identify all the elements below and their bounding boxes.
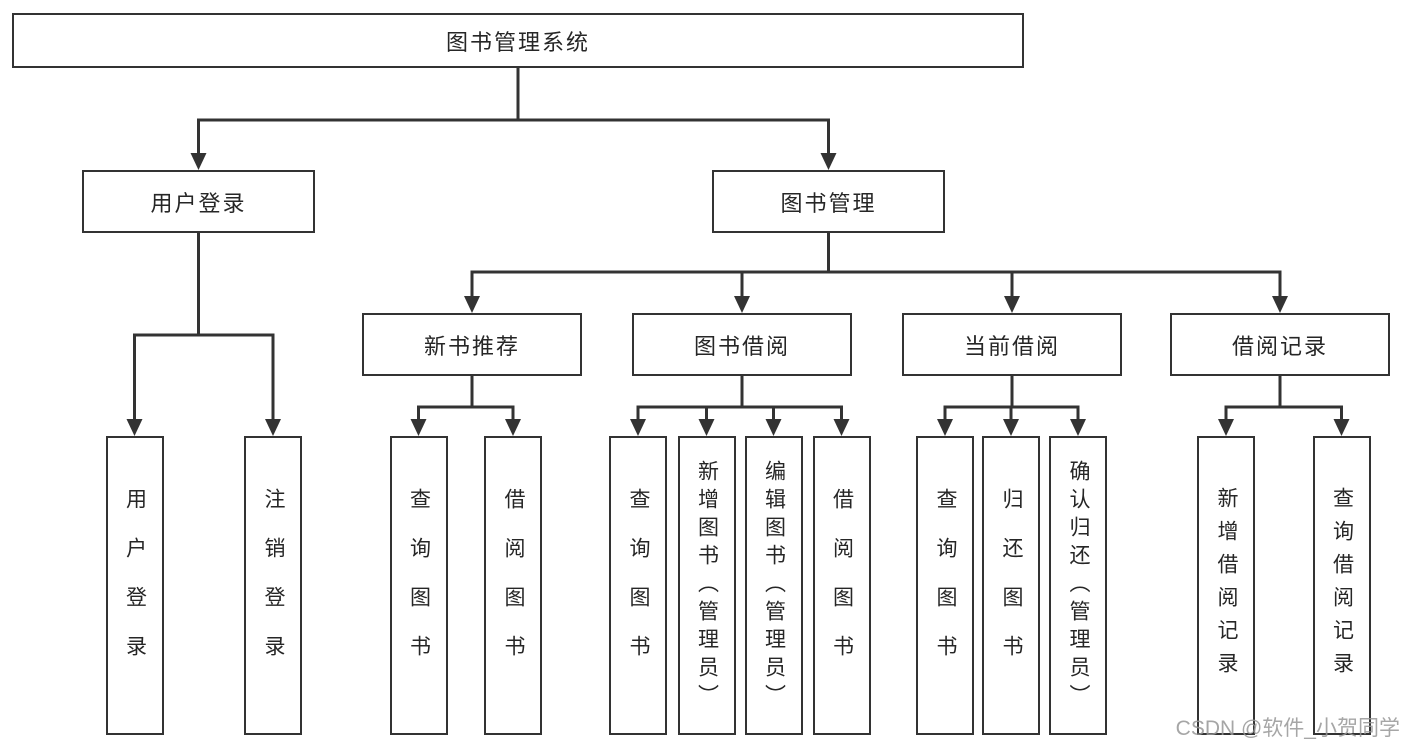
connector-user-login-to-leaves [126, 233, 281, 436]
leaf-label: 用户登录 [123, 487, 147, 684]
leaf-label: 查询图书 [407, 487, 431, 684]
csdn-watermark: CSDN @软件_小贺同学 [1175, 717, 1400, 740]
leaf-add-book-admin: 新增图书（管理员） [677, 436, 736, 735]
leaf-borrow-books: 借阅图书 [812, 436, 871, 735]
leaf-confirm-return-admin: 确认归还（管理员） [1049, 436, 1107, 735]
leaf-label: 新增图书（管理员） [695, 459, 719, 712]
node-borrow-records: 借阅记录 [1170, 313, 1390, 376]
leaf-label: 查询图书 [627, 487, 650, 684]
connector-borrow-records-to-leaves [1218, 376, 1350, 436]
node-book-management: 图书管理 [712, 170, 945, 233]
leaf-label: 新增借阅记录 [1215, 486, 1238, 685]
node-current-borrow: 当前借阅 [902, 313, 1122, 376]
leaf-label: 归还图书 [1000, 487, 1023, 684]
leaf-user-login: 用户登录 [105, 436, 164, 735]
leaf-query-books-current: 查询图书 [916, 436, 974, 735]
connector-root-to-level2 [190, 68, 837, 170]
leaf-label: 借阅图书 [830, 487, 854, 684]
leaf-query-borrow-record: 查询借阅记录 [1312, 436, 1371, 735]
leaf-label: 查询图书 [934, 487, 957, 684]
leaf-label: 确认归还（管理员） [1067, 459, 1090, 712]
leaf-add-borrow-record: 新增借阅记录 [1197, 436, 1255, 735]
leaf-label: 编辑图书（管理员） [762, 459, 786, 712]
node-book-borrow: 图书借阅 [632, 313, 852, 376]
node-user-login: 用户登录 [82, 170, 315, 233]
leaf-logout: 注销登录 [244, 436, 302, 735]
connector-book-management-to-level3 [464, 233, 1288, 313]
connector-new-book-recommend-to-leaves [410, 376, 521, 436]
leaf-query-books-borrow: 查询图书 [609, 436, 667, 735]
leaf-edit-book-admin: 编辑图书（管理员） [744, 436, 803, 735]
node-new-book-recommend: 新书推荐 [362, 313, 582, 376]
leaf-borrow-books-recommend: 借阅图书 [484, 436, 542, 735]
leaf-query-books-recommend: 查询图书 [389, 436, 448, 735]
leaf-label: 借阅图书 [502, 487, 525, 684]
leaf-label: 注销登录 [262, 487, 285, 684]
connector-current-borrow-to-leaves [937, 376, 1086, 436]
leaf-return-book: 归还图书 [982, 436, 1040, 735]
connector-book-borrow-to-leaves [630, 376, 850, 436]
leaf-label: 查询借阅记录 [1330, 486, 1354, 685]
node-root: 图书管理系统 [12, 13, 1024, 68]
